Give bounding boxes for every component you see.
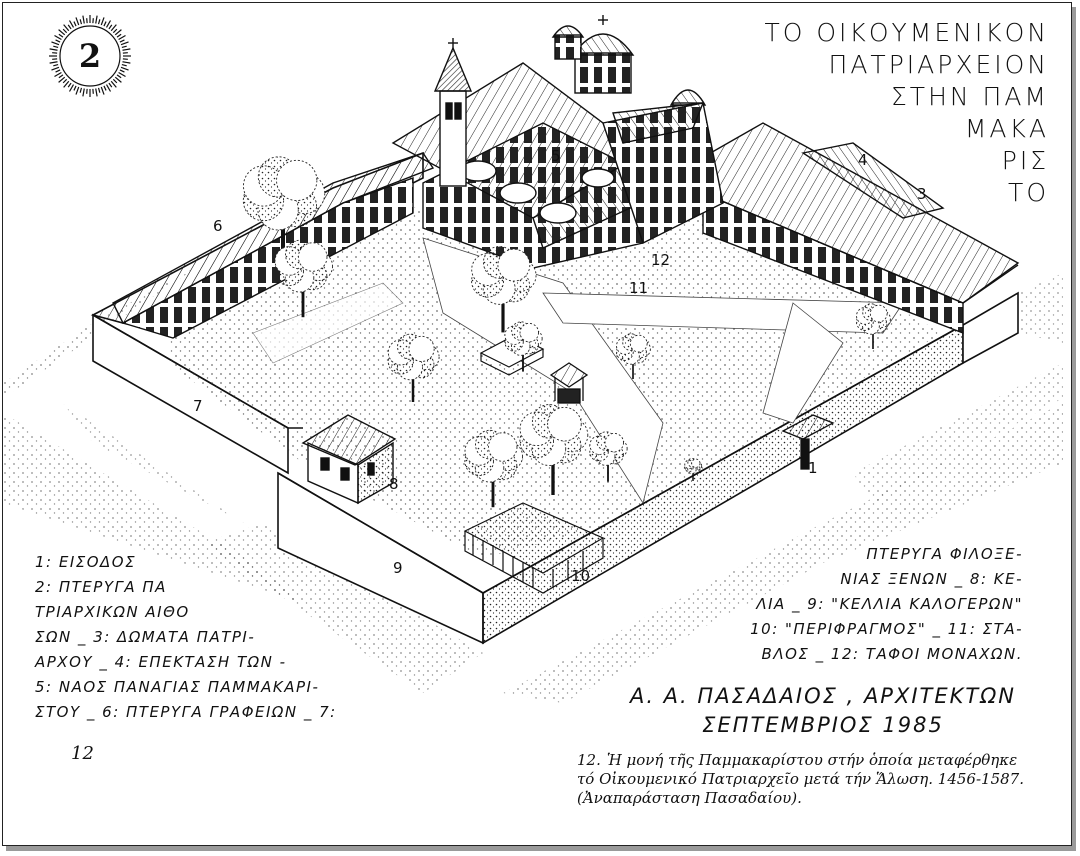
figure-caption: 12.Ἡ μονή τῆς Παμμακαρίστου στήν ὁποία μ… [577,751,1037,808]
label-1: 1 [808,459,818,477]
tree-icon [471,245,537,333]
title-line: ΠΑΤΡΙΑΡΧΕΙΟΝ [828,50,1049,79]
legend-line: ΒΛΟΣ _ 12: ΤΑΦΟΙ ΜΟΝΑΧΩΝ. [761,645,1023,663]
illustration-frame: 2 [2,2,1072,846]
caption-number: 12. [577,751,601,769]
title-line: ΜΑΚΑ [964,114,1049,143]
church [391,15,724,269]
office-wing [112,152,435,339]
plate-number: 12 [71,743,94,764]
badge-number: 2 [78,37,102,75]
well-pavilion [549,362,589,404]
trees [242,156,891,508]
label-11: 11 [629,279,648,297]
title-line: ΡΙΣ [1001,146,1049,175]
tree-icon [856,303,891,349]
drawing-labels: 1 3 4 5 6 7 8 9 10 11 12 [193,147,927,585]
label-10: 10 [571,567,590,585]
label-5: 5 [551,147,561,165]
legend-line: ΣΤΟΥ _ 6: ΠΤΕΡΥΓΑ ΓΡΑΦΕΙΩΝ _ 7: [35,703,337,721]
label-3: 3 [917,185,927,203]
caption-text: Ἡ μονή τῆς Παμμακαρίστου στήν ὁποία μετα… [577,751,1024,807]
legend-line: ΑΡΧΟΥ _ 4: ΕΠΕΚΤΑΣΗ ΤΩΝ - [35,653,287,671]
number-badge-icon [49,15,131,97]
legend-line: 5: ΝΑΟΣ ΠΑΝΑΓΙΑΣ ΠΑΜΜΑΚΑΡΙ- [35,678,320,696]
tree-icon [616,333,651,379]
drawing-title: ΤΟ ΟΙΚΟΥΜΕΝΙΚΟΝ ΠΑΤΡΙΑΡΧΕΙΟΝ ΣΤΗΝ ΠΑΜ ΜΑ… [764,17,1049,209]
monastery-drawing: 1 3 4 5 6 7 8 9 10 11 12 [3,15,1063,703]
title-line: ΤΟ ΟΙΚΟΥΜΕΝΙΚΟΝ [764,18,1049,47]
label-12: 12 [651,251,670,269]
legend-line: ΠΤΕΡΥΓΑ ΦΙΛΟΞΕ- [866,545,1023,563]
label-7: 7 [193,397,203,415]
enclosure-fence [463,502,605,594]
label-8: 8 [389,475,399,493]
tree-icon [242,156,326,266]
label-6: 6 [213,217,223,235]
tree-icon [464,429,524,508]
signature-line: Α. Α. ΠΑΣΑΔΑΙΟΣ , ΑΡΧΙΤΕΚΤΩΝ [629,684,1017,708]
ground-stipple [3,263,1063,703]
tree-icon [589,431,628,482]
tree-icon [274,239,334,318]
entrance-gate [781,414,835,470]
tree-icon [387,333,440,402]
title-line: ΤΟ [1008,178,1049,207]
tree-icon [504,321,543,372]
architect-signature: Α. Α. ΠΑΣΑΔΑΙΟΣ , ΑΡΧΙΤΕΚΤΩΝ ΣΕΠΤΕΜΒΡΙΟΣ… [603,682,1043,740]
tree-icon [519,404,589,495]
patriarchal-wing [692,122,1020,335]
title-line: ΣΤΗΝ ΠΑΜ [891,82,1049,111]
legend-line: ΛΙΑ _ 9: "ΚΕΛΛΙΑ ΚΑΛΟΓΕΡΩΝ" [756,595,1023,613]
legend-line: ΝΙΑΣ ΞΕΝΩΝ _ 8: ΚΕ- [840,570,1023,588]
label-9: 9 [393,559,403,577]
label-4: 4 [858,151,868,169]
legend-line: 1: ΕΙΣΟΔΟΣ [35,553,137,571]
guest-house [301,414,397,505]
tree-icon [684,457,703,481]
legend-line: ΣΩΝ _ 3: ΔΩΜΑΤΑ ΠΑΤΡΙ- [35,628,256,646]
legend-left: 1: ΕΙΣΟΔΟΣ 2: ΠΤΕΡΥΓΑ ΠΑ ΤΡΙΑΡΧΙΚΩΝ ΑΙΘΟ… [35,550,395,725]
signature-line: ΣΕΠΤΕΜΒΡΙΟΣ 1985 [702,713,944,737]
legend-line: 10: "ΠΕΡΙΦΡΑΓΜΟΣ" _ 11: ΣΤΑ- [750,620,1023,638]
legend-line: ΤΡΙΑΡΧΙΚΩΝ ΑΙΘΟ [35,603,190,621]
legend-right: ΠΤΕΡΥΓΑ ΦΙΛΟΞΕ- ΝΙΑΣ ΞΕΝΩΝ _ 8: ΚΕ- ΛΙΑ … [750,542,1023,667]
legend-line: 2: ΠΤΕΡΥΓΑ ΠΑ [35,578,167,596]
